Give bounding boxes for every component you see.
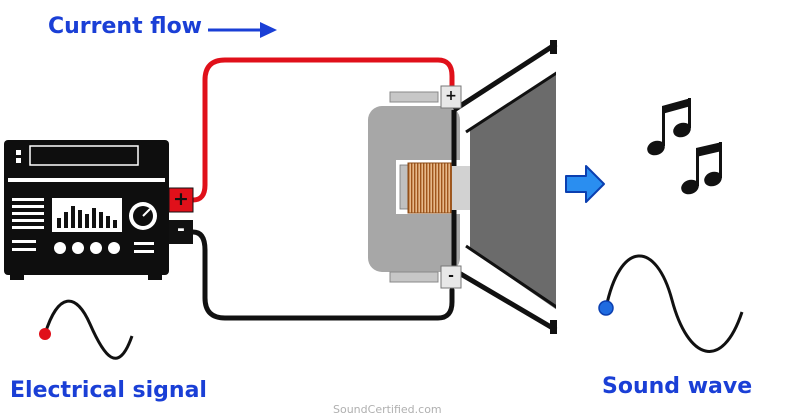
electrical-signal-label: Electrical signal [10,378,207,403]
amp-positive-terminal [168,187,194,213]
output-arrow-icon [565,165,605,203]
amp-positive-glyph: + [173,188,189,210]
speaker-negative-terminal [440,265,462,289]
speaker-positive-terminal [440,85,462,109]
electrical-signal-dot [39,328,51,340]
voice-coil [407,162,453,214]
current-flow-label: Current flow [48,14,203,39]
positive-wire [190,57,455,203]
amp-negative-terminal [169,220,193,244]
speaker-positive-glyph: + [445,88,457,104]
sound-wave-dot [598,300,614,316]
electrical-signal-wave-icon [43,299,134,360]
amp-negative-glyph: - [177,218,185,240]
speaker-cone [451,40,562,334]
sound-wave-label: Sound wave [602,374,753,399]
negative-wire [190,229,455,321]
current-flow-arrow-icon [208,22,277,38]
sound-wave-icon [604,254,744,353]
speaker-negative-glyph: - [448,268,454,284]
amplifier [4,140,169,280]
music-notes-icon [647,98,722,195]
watermark: SoundCertified.com [333,403,442,416]
